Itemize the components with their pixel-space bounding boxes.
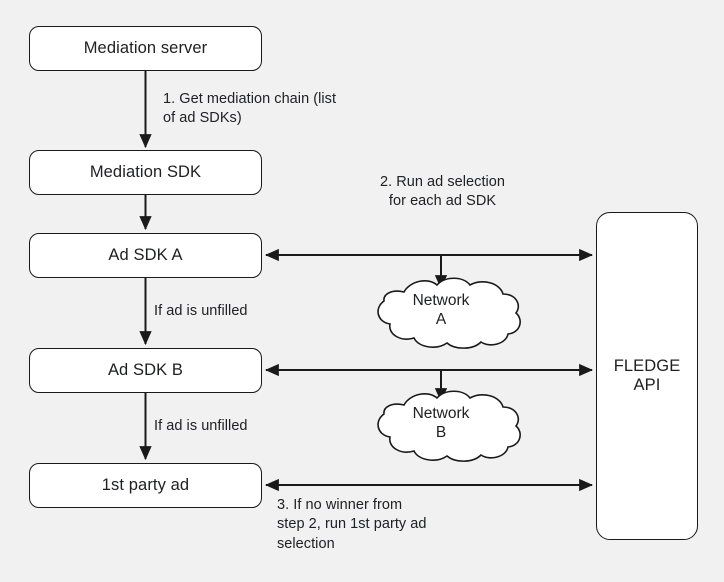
node-fledge-api-label: FLEDGE API: [613, 356, 681, 394]
node-network-b-label: Network B: [412, 405, 470, 441]
node-network-a-label: Network A: [412, 292, 470, 328]
network-b-cloud-shape: [377, 390, 521, 462]
node-ad-sdk-a[interactable]: Ad SDK A: [29, 233, 262, 278]
node-mediation-sdk[interactable]: Mediation SDK: [29, 150, 262, 195]
edge-label-step-2: 2. Run ad selection for each ad SDK: [379, 174, 506, 210]
edge-label-unfilled-a: If ad is unfilled: [154, 303, 248, 319]
node-first-party-ad[interactable]: 1st party ad: [29, 463, 262, 508]
node-ad-sdk-b[interactable]: Ad SDK B: [29, 348, 262, 393]
node-fledge-api[interactable]: FLEDGE API: [596, 212, 698, 540]
node-mediation-sdk-label: Mediation SDK: [89, 162, 202, 181]
node-ad-sdk-b-label: Ad SDK B: [107, 360, 184, 379]
node-first-party-ad-label: 1st party ad: [101, 475, 190, 494]
network-a-cloud-shape: [377, 277, 521, 349]
edge-label-unfilled-b: If ad is unfilled: [154, 418, 248, 434]
node-mediation-server-label: Mediation server: [83, 38, 208, 57]
edge-label-step-1: 1. Get mediation chain (list of ad SDKs): [163, 91, 337, 127]
node-mediation-server[interactable]: Mediation server: [29, 26, 262, 71]
edge-label-step-3: 3. If no winner from step 2, run 1st par…: [277, 497, 427, 552]
node-ad-sdk-a-label: Ad SDK A: [108, 245, 183, 264]
